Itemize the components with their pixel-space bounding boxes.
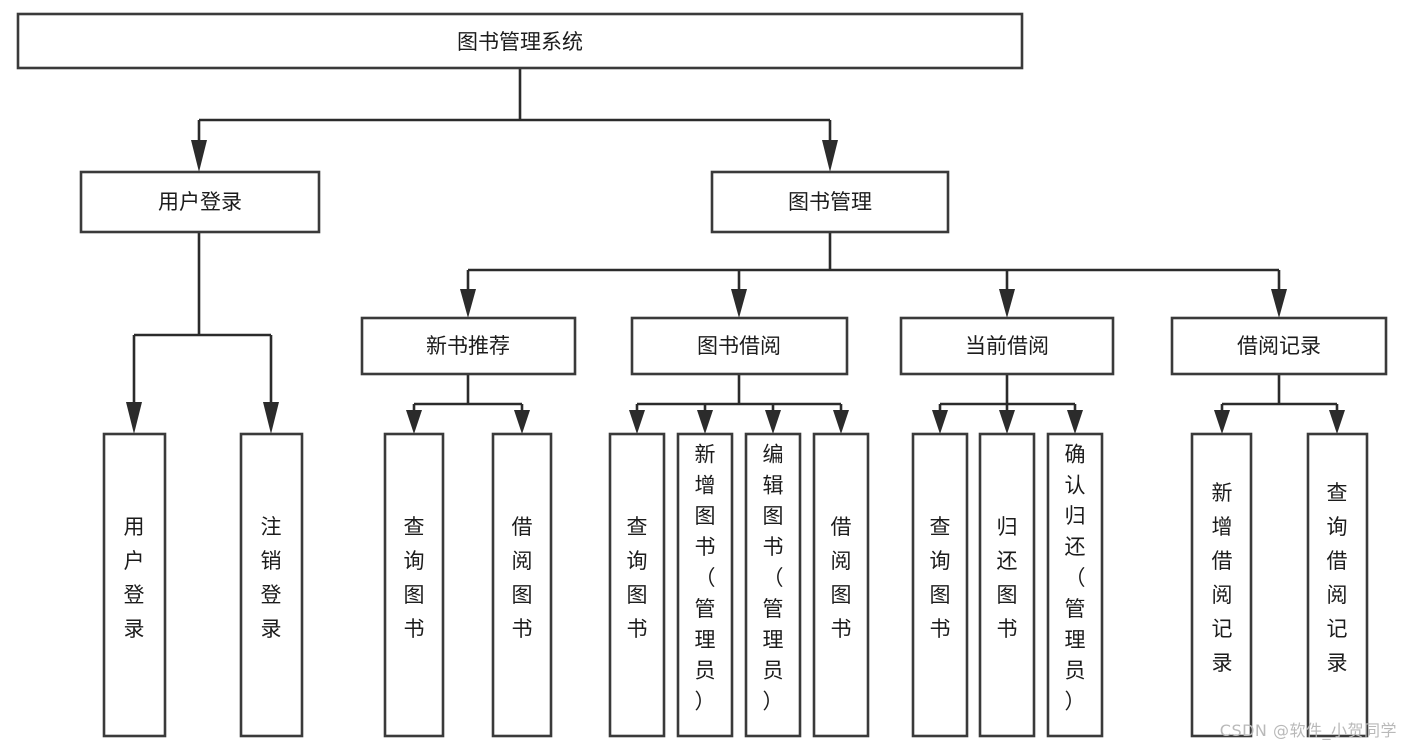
node-leaf-borrow-books-borrow-box[interactable] [812, 432, 870, 738]
node-leaf-user-logout-label: 注销登录 [261, 515, 282, 641]
arrow-to-leaf-add-book-admin [697, 410, 713, 434]
connector-layer [126, 68, 1345, 434]
node-leaf-confirm-return-admin-box[interactable] [1046, 432, 1104, 738]
node-user-login[interactable]: 用户登录 [79, 170, 321, 234]
node-leaf-query-books-borrow[interactable]: 查询图书 [608, 432, 666, 738]
node-leaf-query-books-borrow-label: 查询图书 [627, 515, 648, 641]
node-user-login-label: 用户登录 [158, 190, 242, 214]
arrow-to-leaf-confirm-return-admin [1067, 410, 1083, 434]
arrow-to-leaf-borrow-books-rec [514, 410, 530, 434]
arrow-to-leaf-query-books-borrow [629, 410, 645, 434]
node-leaf-edit-book-admin-box[interactable] [744, 432, 802, 738]
node-leaf-query-books-rec[interactable]: 查询图书 [383, 432, 445, 738]
arrow-to-leaf-add-borrow-record [1214, 410, 1230, 434]
node-leaf-user-login-box[interactable] [102, 432, 167, 738]
node-leaf-add-borrow-record[interactable]: 新增借阅记录 [1190, 432, 1253, 738]
node-leaf-return-books-box[interactable] [978, 432, 1036, 738]
node-book-borrow-box[interactable] [630, 316, 849, 376]
node-leaf-return-books-label: 归还图书 [997, 515, 1018, 641]
arrow-to-leaf-user-login [126, 402, 142, 434]
arrow-to-leaf-user-logout [263, 402, 279, 434]
arrow-to-borrow-record [1271, 289, 1287, 318]
node-leaf-add-book-admin-label: 新增图书（管理员） [695, 442, 716, 713]
node-leaf-query-borrow-record[interactable]: 查询借阅记录 [1306, 432, 1369, 738]
node-user-login-box[interactable] [79, 170, 321, 234]
node-leaf-user-logout[interactable]: 注销登录 [239, 432, 304, 738]
node-leaf-query-books-current-label: 查询图书 [930, 515, 951, 641]
arrow-to-leaf-return-books [999, 410, 1015, 434]
node-leaf-borrow-books-rec-label: 借阅图书 [512, 515, 533, 641]
csdn-watermark: CSDN @软件_小贺同学 [1219, 721, 1397, 740]
node-book-borrow-label: 图书借阅 [697, 334, 781, 358]
node-current-borrow[interactable]: 当前借阅 [899, 316, 1115, 376]
node-book-management-label: 图书管理 [788, 190, 872, 214]
node-leaf-add-book-admin-box[interactable] [676, 432, 734, 738]
node-book-borrow[interactable]: 图书借阅 [630, 316, 849, 376]
arrow-to-leaf-query-books-current [932, 410, 948, 434]
arrow-to-book-management [822, 140, 838, 172]
arrow-to-leaf-edit-book-admin [765, 410, 781, 434]
node-borrow-record-box[interactable] [1170, 316, 1388, 376]
arrow-to-user-login [191, 140, 207, 172]
node-leaf-user-login[interactable]: 用户登录 [102, 432, 167, 738]
arrow-to-leaf-borrow-books-borrow [833, 410, 849, 434]
node-leaf-edit-book-admin[interactable]: 编辑图书（管理员） [744, 432, 802, 738]
node-borrow-record-label: 借阅记录 [1237, 334, 1321, 358]
arrow-to-leaf-query-borrow-record [1329, 410, 1345, 434]
node-root[interactable]: 图书管理系统 [16, 12, 1024, 70]
node-leaf-query-books-borrow-box[interactable] [608, 432, 666, 738]
node-borrow-record[interactable]: 借阅记录 [1170, 316, 1388, 376]
node-leaf-query-borrow-record-box[interactable] [1306, 432, 1369, 738]
node-leaf-add-borrow-record-box[interactable] [1190, 432, 1253, 738]
node-leaf-borrow-books-rec-box[interactable] [491, 432, 553, 738]
node-leaf-query-borrow-record-label: 查询借阅记录 [1327, 481, 1348, 675]
node-leaf-add-borrow-record-label: 新增借阅记录 [1212, 481, 1233, 675]
node-leaf-borrow-books-borrow[interactable]: 借阅图书 [812, 432, 870, 738]
node-leaf-query-books-rec-label: 查询图书 [404, 515, 425, 641]
node-leaf-borrow-books-borrow-label: 借阅图书 [831, 515, 852, 641]
node-leaf-return-books[interactable]: 归还图书 [978, 432, 1036, 738]
node-leaf-query-books-rec-box[interactable] [383, 432, 445, 738]
node-leaf-query-books-current[interactable]: 查询图书 [911, 432, 969, 738]
node-book-management[interactable]: 图书管理 [710, 170, 950, 234]
node-root-label: 图书管理系统 [457, 30, 583, 54]
node-leaf-borrow-books-rec[interactable]: 借阅图书 [491, 432, 553, 738]
node-book-management-box[interactable] [710, 170, 950, 234]
node-root-box[interactable] [16, 12, 1024, 70]
node-leaf-confirm-return-admin[interactable]: 确认归还（管理员） [1046, 432, 1104, 738]
arrow-to-new-book-recommend [460, 289, 476, 318]
node-current-borrow-label: 当前借阅 [965, 334, 1049, 358]
node-leaf-query-books-current-box[interactable] [911, 432, 969, 738]
node-leaf-user-login-label: 用户登录 [124, 515, 145, 641]
node-new-book-recommend-box[interactable] [360, 316, 577, 376]
node-current-borrow-box[interactable] [899, 316, 1115, 376]
node-new-book-recommend[interactable]: 新书推荐 [360, 316, 577, 376]
node-leaf-edit-book-admin-label: 编辑图书（管理员） [763, 442, 784, 713]
node-leaf-confirm-return-admin-label: 确认归还（管理员） [1065, 442, 1086, 713]
node-new-book-recommend-label: 新书推荐 [426, 334, 510, 358]
node-leaf-user-logout-box[interactable] [239, 432, 304, 738]
node-leaf-add-book-admin[interactable]: 新增图书（管理员） [676, 432, 734, 738]
arrow-to-current-borrow [999, 289, 1015, 318]
arrow-to-book-borrow [731, 289, 747, 318]
arrow-to-leaf-query-books-rec [406, 410, 422, 434]
